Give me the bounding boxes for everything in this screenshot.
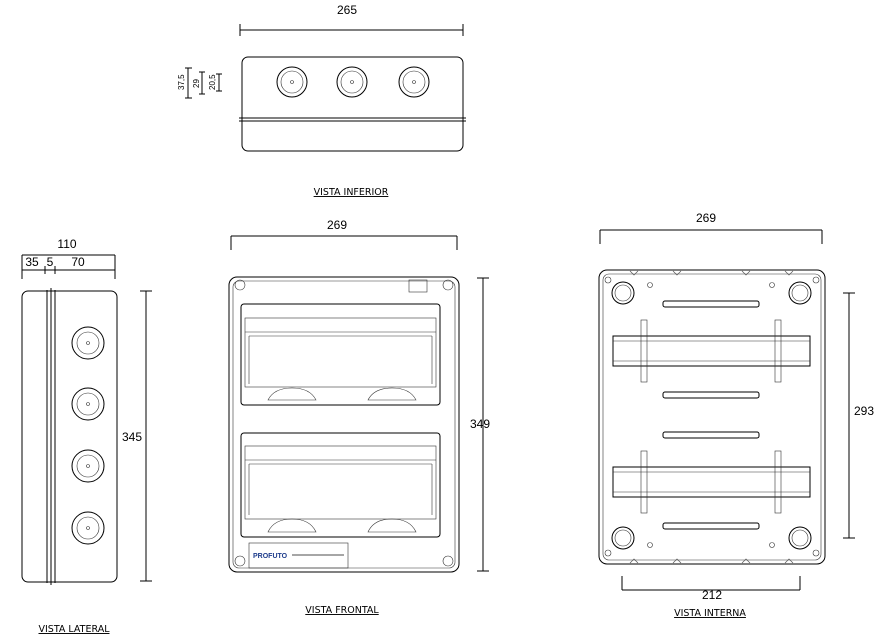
- din-rail-lower: [612, 450, 811, 514]
- internal-view: 269: [598, 211, 874, 619]
- front-height-dimension: 349: [470, 417, 490, 431]
- din-rail-upper: [612, 319, 811, 383]
- front-view: 269: [228, 218, 490, 616]
- side-seg3-dimension: 70: [71, 255, 85, 269]
- side-view: 110 35 5 70 345 VISTA LATERAL: [21, 237, 152, 635]
- side-gland-4: [71, 511, 105, 545]
- bottom-view: 265 37,5 29 20,5 VISTA INFERIOR: [177, 3, 466, 198]
- brand-plate: PROFUTO: [248, 542, 349, 569]
- front-width-dimension: 269: [327, 218, 347, 232]
- side-seg2-dimension: 5: [47, 255, 54, 269]
- bottom-gland-2: [336, 66, 368, 98]
- bottom-h2-dimension: 29: [192, 79, 201, 88]
- bottom-gland-3: [398, 66, 430, 98]
- internal-view-label: VISTA INTERNA: [674, 608, 746, 619]
- bottom-h1-dimension: 37,5: [177, 74, 186, 90]
- side-depth-dimension: 110: [57, 237, 76, 251]
- side-gland-3: [71, 449, 105, 483]
- bottom-width-dimension: 265: [337, 3, 357, 17]
- internal-height-dimension: 293: [854, 404, 874, 418]
- front-view-label: VISTA FRONTAL: [305, 605, 379, 616]
- side-gland-2: [71, 387, 105, 421]
- side-seg1-dimension: 35: [25, 255, 39, 269]
- internal-rail-width-dimension: 212: [702, 588, 722, 602]
- bottom-h3-dimension: 20,5: [208, 74, 217, 90]
- front-upper-window: [240, 303, 441, 406]
- bottom-gland-1: [276, 66, 308, 98]
- side-gland-1: [71, 326, 105, 360]
- side-view-label: VISTA LATERAL: [39, 624, 111, 635]
- brand-logo-text: PROFUTO: [253, 553, 288, 560]
- front-lower-window: [240, 432, 441, 538]
- side-height-dimension: 345: [122, 430, 142, 444]
- internal-width-dimension: 269: [696, 211, 716, 225]
- bottom-view-label: VISTA INFERIOR: [314, 187, 389, 198]
